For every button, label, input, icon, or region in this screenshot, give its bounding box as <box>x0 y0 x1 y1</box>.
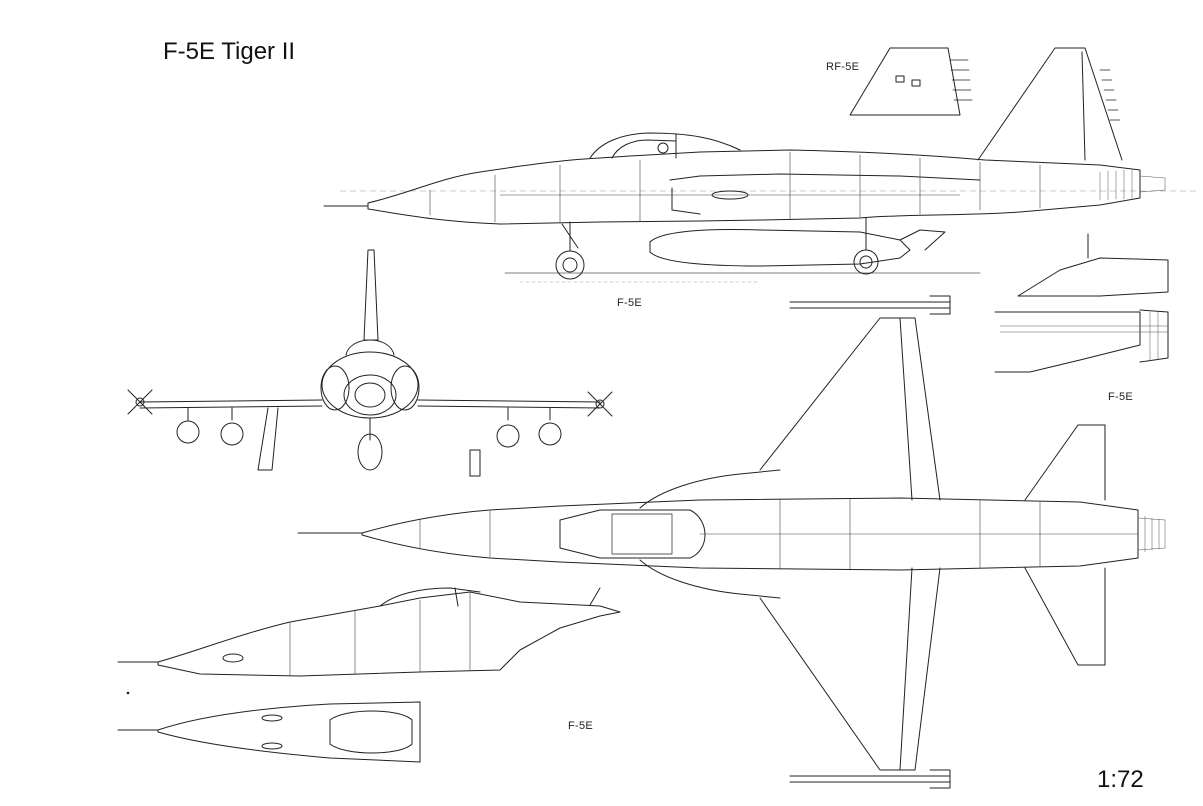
rf5e-fin-detail <box>850 48 972 115</box>
nozzle-detail-label: F-5E <box>1108 391 1134 403</box>
side-view <box>324 48 1200 282</box>
drawing-title: F-5E Tiger II <box>163 38 296 65</box>
nose-three-quarter-view <box>118 588 620 676</box>
rf5e-label: RF-5E <box>826 61 860 73</box>
nose-plan-view <box>118 702 420 762</box>
nose-view-label: F-5E <box>568 720 594 732</box>
front-view <box>128 250 612 476</box>
scale-label: 1:72 <box>1097 766 1144 793</box>
nozzle-detail <box>995 234 1168 372</box>
plan-view <box>298 296 1165 788</box>
side-view-label: F-5E <box>617 297 643 309</box>
